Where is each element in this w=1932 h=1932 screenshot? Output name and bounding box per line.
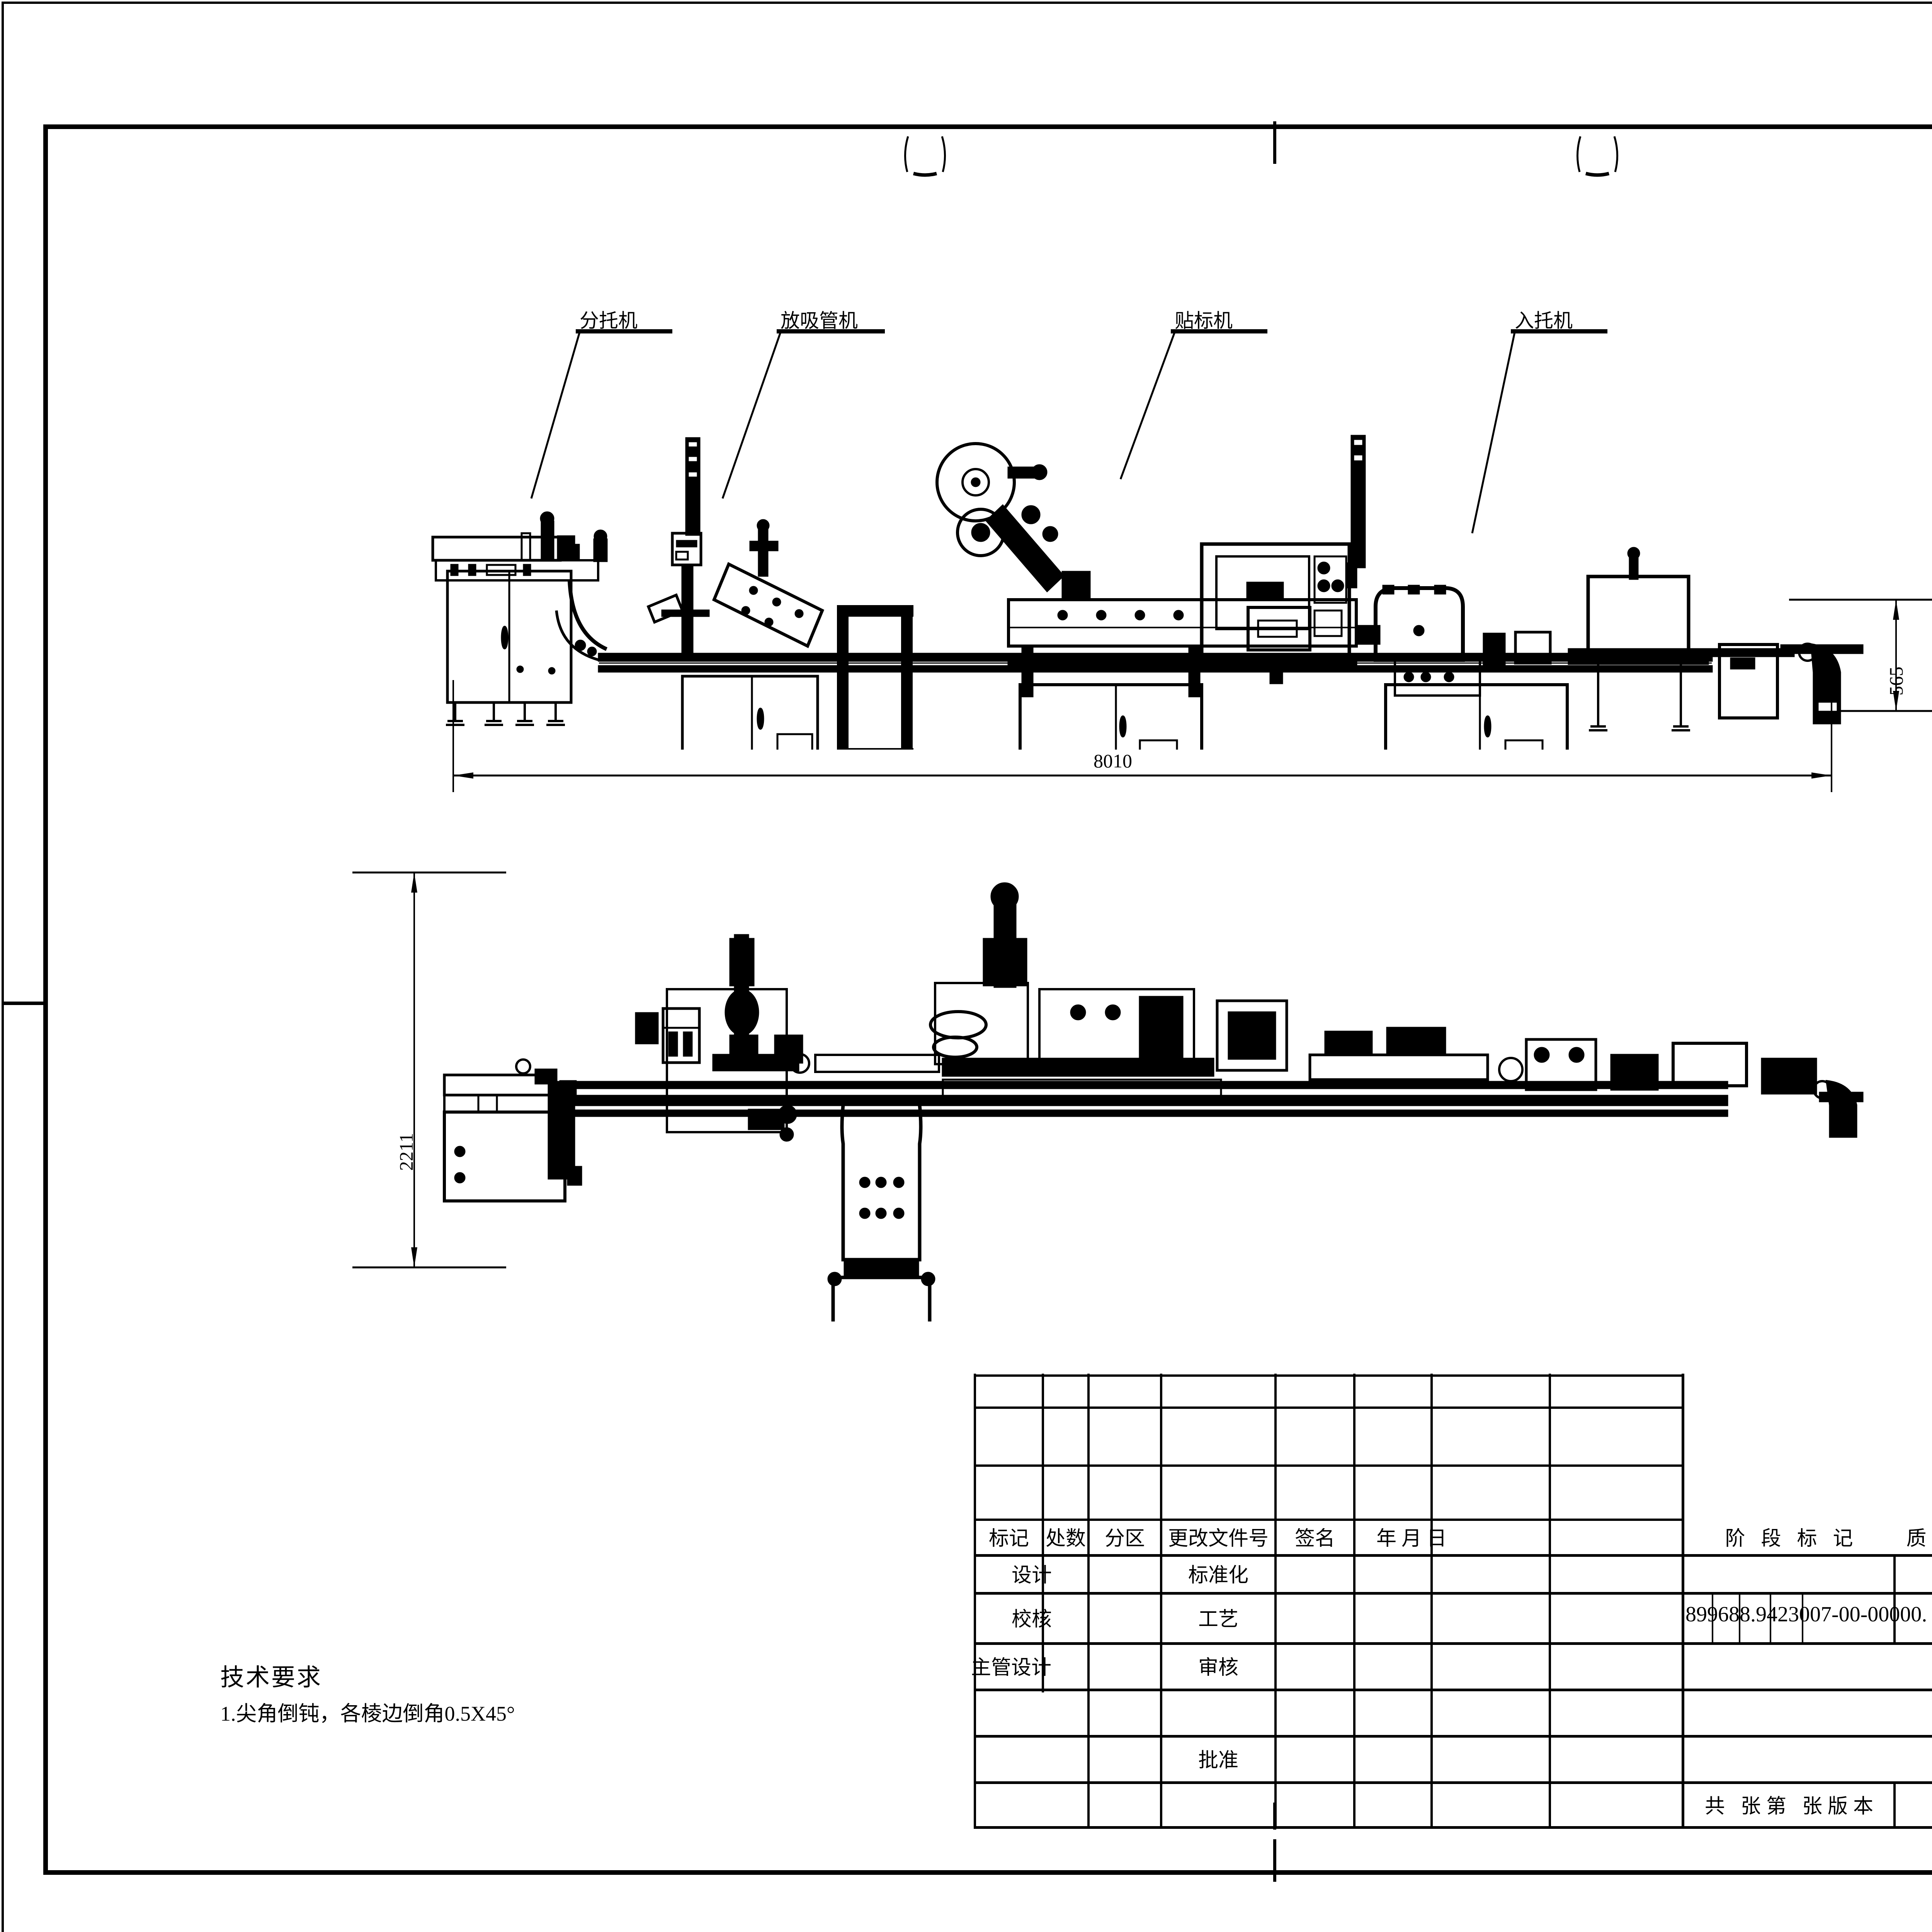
dimension-8010: [452, 680, 1832, 792]
rev-header-count: 处数: [1045, 1527, 1086, 1550]
stage-header-mark: 阶 段 标 记: [1725, 1527, 1859, 1550]
zone-mark-left: [904, 136, 946, 177]
role-left-design: 设计: [1011, 1564, 1052, 1587]
technical-requirements: 技术要求 1.尖角倒钝，各棱边倒角0.5X45°: [220, 1658, 515, 1727]
stage-header-mass: 质 量: [1906, 1527, 1932, 1550]
tech-req-heading: 技术要求: [220, 1665, 323, 1691]
role-right-standard: 标准化: [1188, 1564, 1248, 1587]
dimension-value-8010: 8010: [1094, 750, 1132, 772]
role-left-check: 校核: [1011, 1608, 1052, 1631]
role-right-process: 工艺: [1198, 1608, 1238, 1631]
dimension-565: [1789, 599, 1932, 712]
rev-header-sign: 签名: [1294, 1527, 1335, 1550]
rev-header-zone: 分区: [1104, 1527, 1145, 1550]
center-mark-left: [4, 1002, 47, 1005]
machine-label-inserter: 入托机: [1515, 310, 1573, 332]
center-mark-bottom: [1273, 1839, 1276, 1882]
sheet-footer: 共 张第 张版本: [1704, 1795, 1879, 1818]
machine-label-labeler: 贴标机: [1175, 310, 1233, 332]
inner-border: [43, 124, 1932, 1875]
stage-overlap-main: 899688.9423007-00-00000.: [1685, 1602, 1927, 1626]
plan-view: [443, 882, 1864, 1321]
rev-header-mark: 标记: [988, 1527, 1029, 1550]
machine-label-straw: 放吸管机: [781, 310, 858, 332]
front-elevation-view: [431, 435, 1864, 750]
center-mark-top: [1273, 121, 1276, 164]
dimension-2211: [352, 871, 506, 1269]
role-right-approve: 批准: [1198, 1749, 1238, 1772]
rev-header-docno: 更改文件号: [1168, 1527, 1269, 1550]
tech-req-item-1: 1.尖角倒钝，各棱边倒角0.5X45°: [220, 1702, 515, 1725]
leader-lines: [530, 329, 1607, 534]
machine-label-feeder: 分托机: [580, 310, 638, 332]
role-right-review: 审核: [1198, 1656, 1238, 1679]
rev-header-date: 年 月 日: [1376, 1527, 1447, 1550]
zone-mark-right: [1577, 136, 1618, 177]
role-left-supervisor: 主管设计: [971, 1656, 1051, 1679]
